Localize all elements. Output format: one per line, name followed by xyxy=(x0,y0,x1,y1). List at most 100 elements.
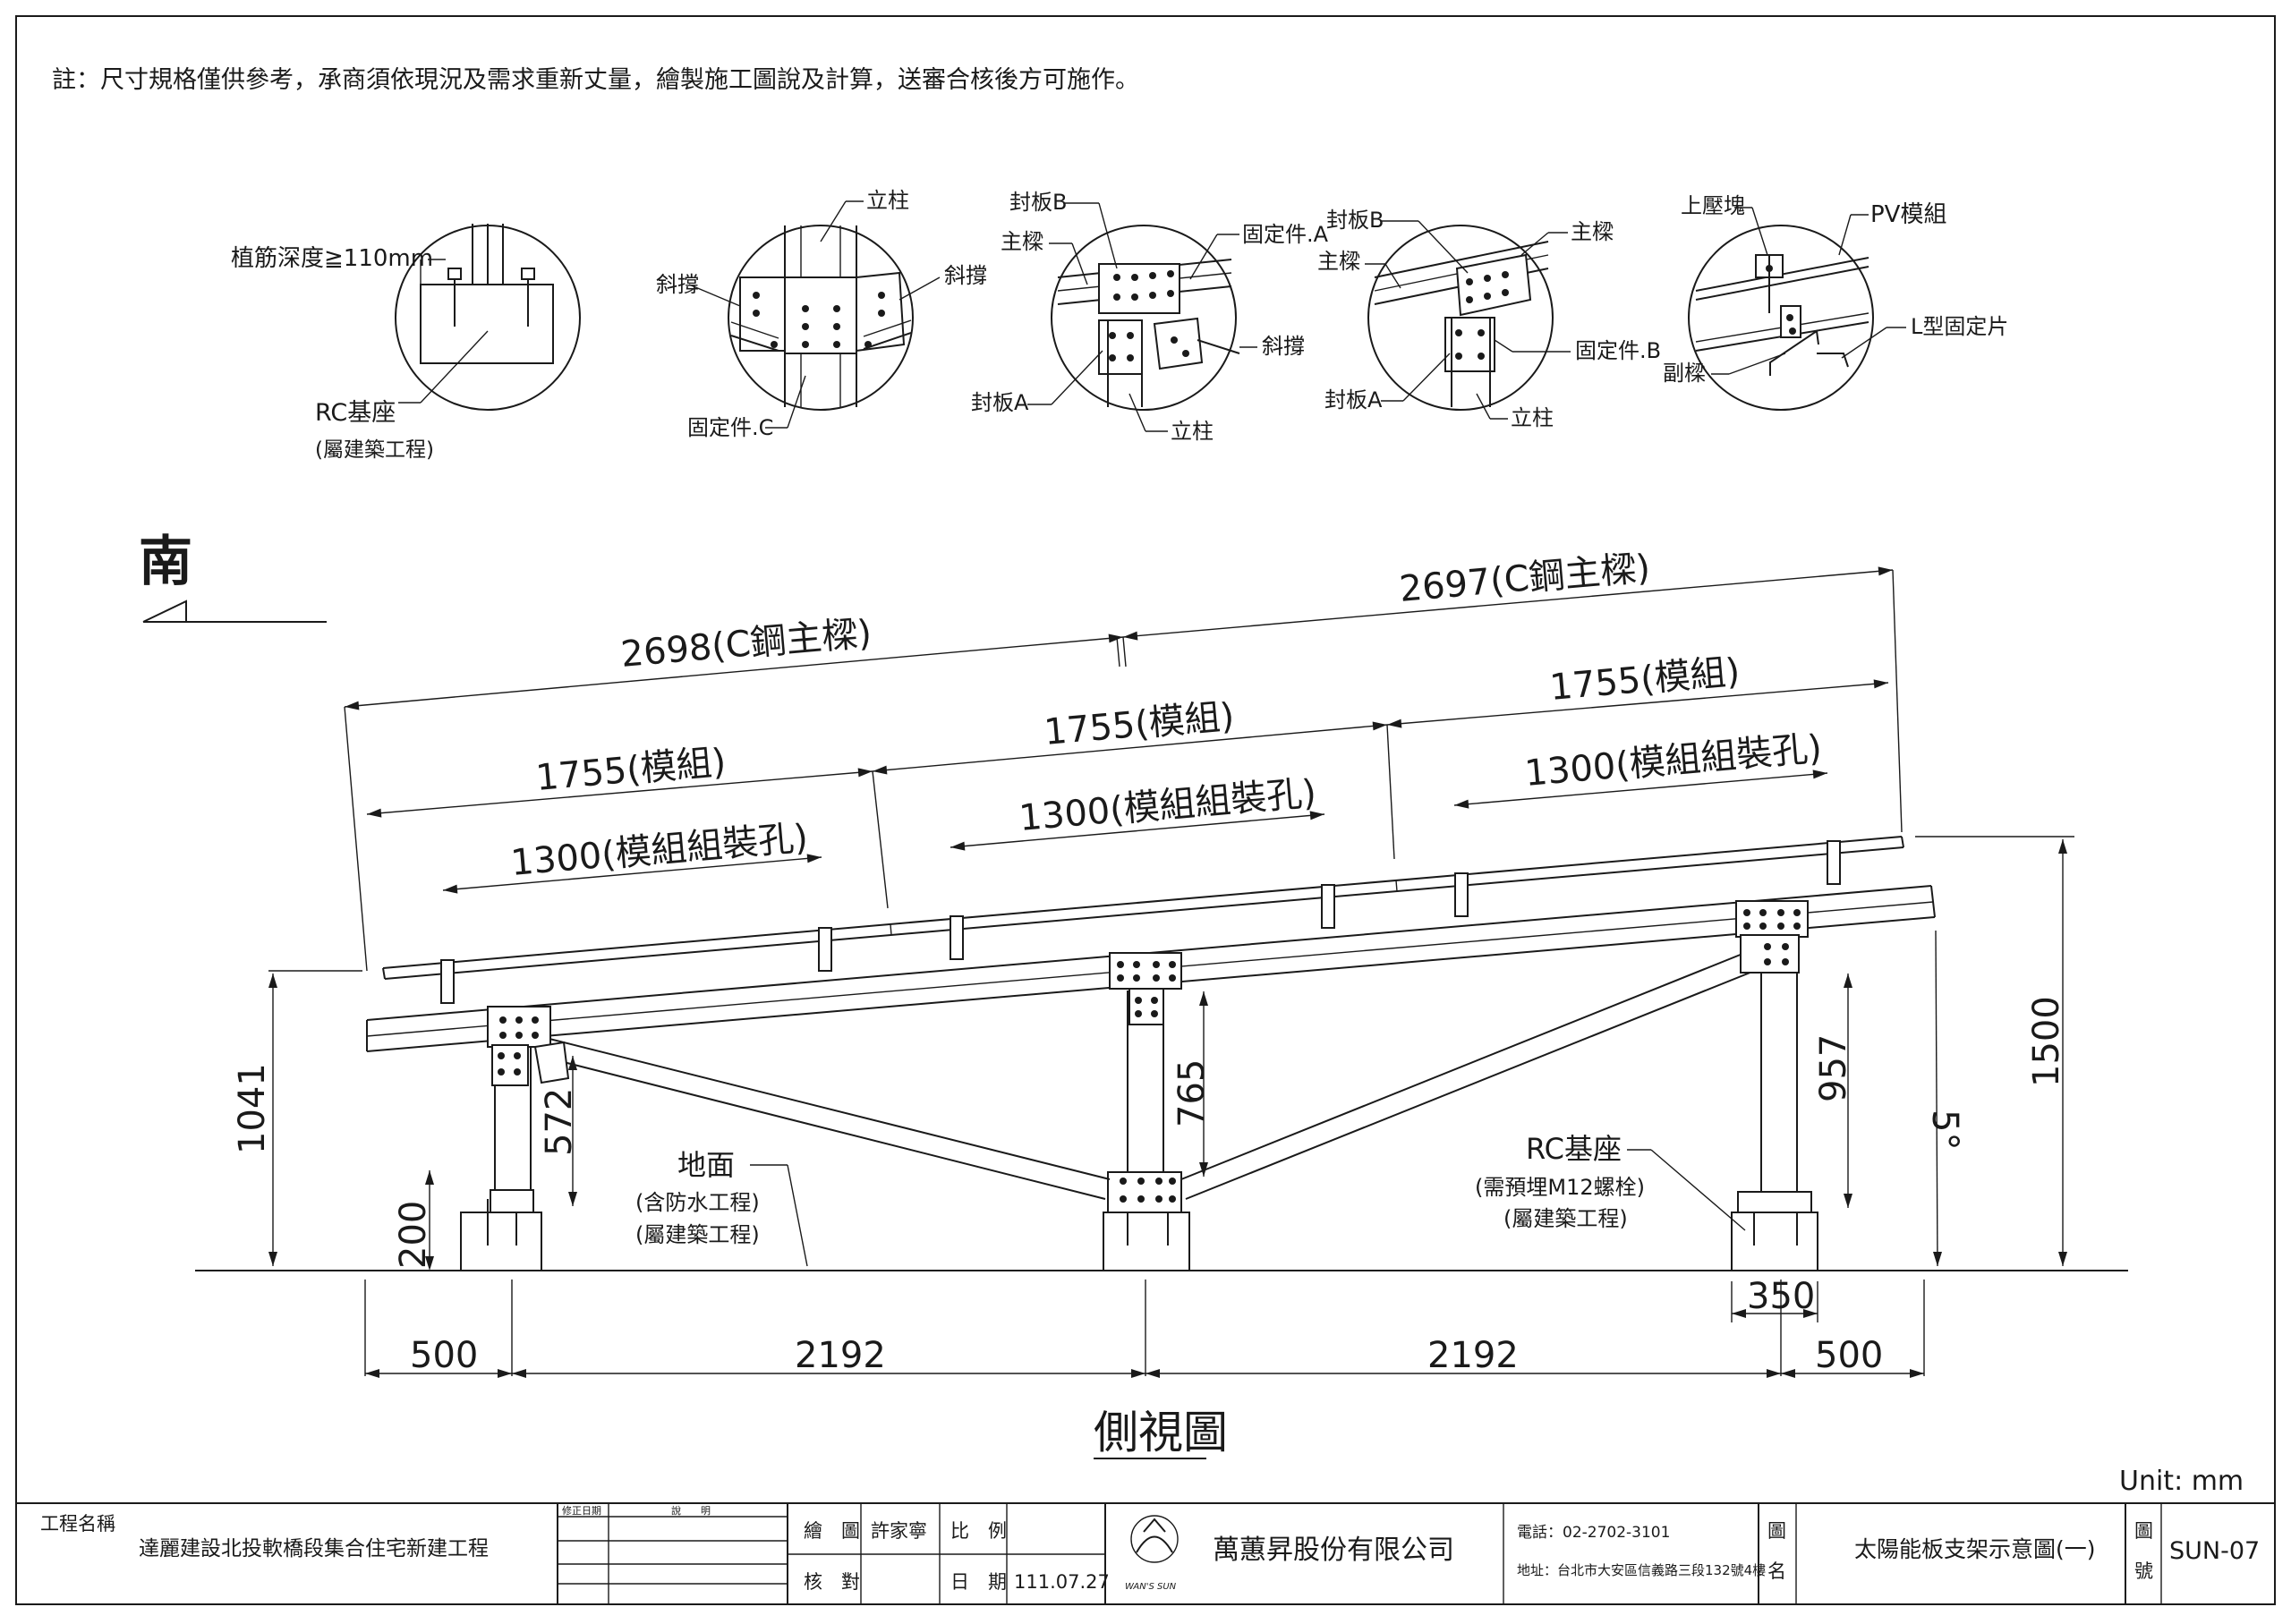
brace-left-label: 斜撐 xyxy=(656,272,699,297)
dimension-arrowhead xyxy=(1844,974,1852,988)
dimension-arrowhead xyxy=(873,765,888,775)
ground-note-1: (含防水工程) xyxy=(635,1190,760,1215)
dimension-arrowhead xyxy=(1803,1309,1818,1318)
fixing-b-label: 固定件.B xyxy=(1575,338,1661,363)
dimension-arrowhead xyxy=(443,884,458,894)
dimension-arrowhead xyxy=(2058,839,2067,854)
general-note: 註：尺寸規格僅供參考，承商須依現況及需求重新丈量，繪製施工圖說及計算，送審合核後… xyxy=(52,66,1139,94)
dimension-arrowhead xyxy=(1454,799,1469,809)
detail-beam-fix-a: 封板B 主樑 固定件.A 斜撐 封板A 立柱 xyxy=(971,190,1329,444)
dim-post-1: 572 xyxy=(539,1088,580,1156)
rc-base-annotation: RC基座 (需預埋M12螺栓) (屬建築工程) xyxy=(1475,1132,1746,1231)
date-label: 日 期 xyxy=(950,1571,1007,1593)
dimension-arrowhead xyxy=(1199,1162,1208,1177)
sub-beam-label: 副樑 xyxy=(1663,361,1706,386)
plate-b-label: 封板B xyxy=(1009,190,1067,215)
project-label: 工程名稱 xyxy=(40,1513,115,1535)
company-phone: 電話：02-2702-3101 xyxy=(1517,1524,1670,1542)
dimension-arrowhead xyxy=(1732,1309,1746,1318)
checked-by-label: 核 對 xyxy=(804,1571,860,1593)
title-block: 工程名稱 達麗建設北投軟橋段集合住宅新建工程 修正日期 說 明 繪 圖 許家寧 … xyxy=(16,1502,2275,1604)
detail-pv-clamp: 上壓塊 PV模組 L型固定片 副樑 xyxy=(1663,193,2008,411)
detail-beam-fix-b: 封板B 主樑 主樑 固定件.B 封板A 立柱 xyxy=(1317,208,1661,430)
ground-note-2: (屬建築工程) xyxy=(635,1222,760,1247)
dim-module-2: 1755(模組) xyxy=(1043,696,1236,753)
view-title: 側視圖 xyxy=(1094,1407,1228,1458)
detail-rc-base: 植筋深度≧110mm RC基座 (屬建築工程) xyxy=(231,224,581,462)
dim-beam-2: 2697(C鋼主樑) xyxy=(1398,548,1652,610)
dimension-arrowhead xyxy=(268,974,277,988)
main-beam-label-2: 主樑 xyxy=(1317,249,1360,274)
dimension-arrowhead xyxy=(1123,631,1138,641)
dimension-arrowhead xyxy=(367,808,382,818)
dimension-arrowhead xyxy=(1873,679,1888,689)
rc-label: RC基座 xyxy=(1526,1132,1622,1166)
dimension-arrowhead xyxy=(425,1256,434,1271)
rc-base-note: (屬建築工程) xyxy=(315,438,434,462)
dim-module-1: 1755(模組) xyxy=(534,742,728,799)
pv-module-label: PV模組 xyxy=(1870,201,1946,228)
dim-span-mid-2: 2192 xyxy=(1427,1335,1519,1376)
dimension-arrowhead xyxy=(1199,991,1208,1006)
dim-post-2: 765 xyxy=(1171,1059,1213,1127)
dim-hole-3: 1300(模組組裝孔) xyxy=(1523,727,1824,795)
dimension-arrowhead xyxy=(857,768,873,778)
post-label: 立柱 xyxy=(866,188,909,213)
fixing-c-label: 固定件.C xyxy=(687,415,773,440)
main-beam-label-3: 主樑 xyxy=(1571,219,1614,244)
post-label-2: 立柱 xyxy=(1171,419,1214,444)
dimension-arrowhead xyxy=(1309,811,1324,821)
module-clamps xyxy=(440,840,1841,1004)
rebar-depth-label: 植筋深度≧110mm xyxy=(231,245,433,272)
detail-post-brace: 立柱 斜撐 斜撐 固定件.C xyxy=(656,188,987,440)
dim-angle: 5° xyxy=(1924,1110,1965,1150)
company-logo: WAN'S SUN xyxy=(1125,1515,1179,1592)
joint-plates xyxy=(487,900,1809,1203)
dim-hole-1: 1300(模組組裝孔) xyxy=(509,817,810,884)
date-value: 111.07.27 xyxy=(1014,1571,1110,1593)
dim-height-left: 1041 xyxy=(232,1063,273,1154)
dimension-arrowhead xyxy=(1812,769,1827,779)
dimension-arrowhead xyxy=(1146,1369,1160,1378)
dimension-arrowhead xyxy=(1131,1369,1146,1378)
dimension-arrowhead xyxy=(498,1369,512,1378)
drawing-title-label-2: 名 xyxy=(1767,1560,1786,1582)
dimension-arrowhead xyxy=(568,1056,577,1070)
drawn-by-name: 許家寧 xyxy=(871,1520,927,1542)
rc-note-1: (需預埋M12螺栓) xyxy=(1475,1175,1645,1200)
dimension-arrowhead xyxy=(345,701,360,710)
dimension-arrowhead xyxy=(1878,566,1893,576)
rc-base-label: RC基座 xyxy=(315,399,396,427)
fixing-a-label: 固定件.A xyxy=(1242,222,1329,247)
dimension-arrowhead xyxy=(568,1192,577,1206)
dimension-arrowhead xyxy=(512,1369,526,1378)
revision-desc-label: 說 明 xyxy=(671,1504,711,1517)
drawing-no-label-2: 號 xyxy=(2134,1560,2153,1582)
dimension-arrowhead xyxy=(950,841,966,851)
drawing-title-label-1: 圖 xyxy=(1767,1520,1786,1542)
dimension-arrowhead xyxy=(2058,1252,2067,1266)
dim-module-3: 1755(模組) xyxy=(1548,651,1742,709)
brace-label: 斜撐 xyxy=(1262,334,1305,359)
dimension-arrowhead xyxy=(365,1369,379,1378)
project-name: 達麗建設北投軟橋段集合住宅新建工程 xyxy=(139,1537,489,1560)
drawn-by-label: 繪 圖 xyxy=(804,1520,860,1542)
drawing-title: 太陽能板支架示意圖(一) xyxy=(1854,1536,2096,1562)
drawing-number: SUN-07 xyxy=(2169,1537,2260,1565)
rc-note-2: (屬建築工程) xyxy=(1503,1206,1628,1231)
unit-label: Unit: mm xyxy=(2119,1466,2244,1497)
pv-module-panel xyxy=(382,836,1904,980)
dim-post-3: 957 xyxy=(1813,1034,1854,1102)
dim-span-left: 500 xyxy=(410,1335,478,1376)
south-label: 南 xyxy=(139,531,192,593)
dimension-arrowhead xyxy=(1781,1369,1795,1378)
top-clamp-label: 上壓塊 xyxy=(1681,193,1745,218)
drawing-no-label-1: 圖 xyxy=(2134,1520,2153,1542)
diagonal-braces xyxy=(545,948,1762,1200)
dimension-arrowhead xyxy=(1387,718,1402,728)
dimension-arrowhead xyxy=(1844,1194,1852,1208)
ground-label: 地面 xyxy=(677,1148,735,1182)
company-address: 地址：台北市大安區信義路三段132號4樓 xyxy=(1517,1562,1766,1578)
company-name: 萬蕙昇股份有限公司 xyxy=(1213,1535,1454,1566)
